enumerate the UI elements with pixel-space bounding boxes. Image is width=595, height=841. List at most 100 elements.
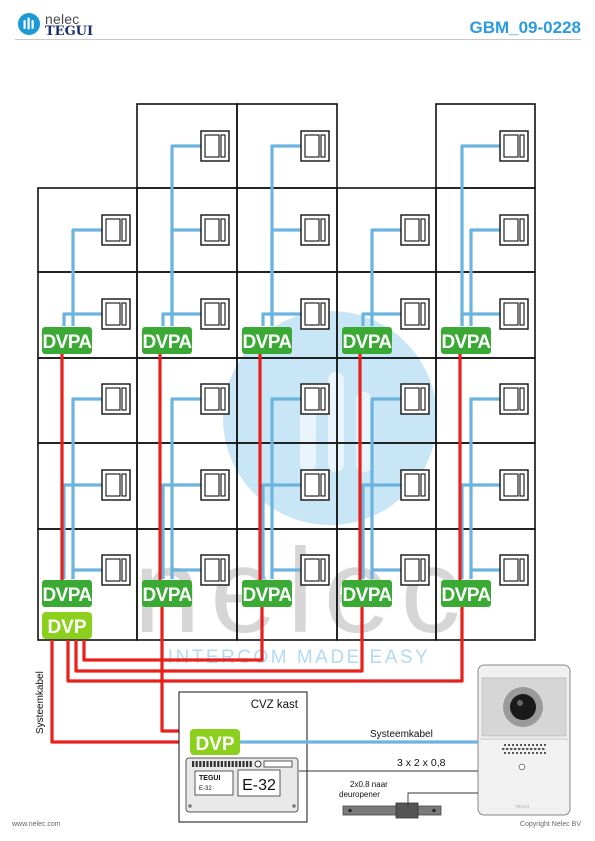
indoor-monitor-screen — [404, 302, 420, 326]
indoor-monitor-screen — [304, 218, 320, 242]
dvpa-label: DVPA — [243, 585, 293, 606]
system-cable-branch — [74, 605, 364, 673]
indoor-monitor-handset — [121, 558, 127, 582]
e32-terminal — [228, 761, 231, 767]
dvp-unit-floor-label: DVP — [47, 617, 86, 638]
speaker-grille-icon — [528, 744, 530, 746]
camera-lens-icon — [510, 694, 536, 720]
indoor-cable — [469, 397, 503, 579]
e32-screw-icon — [188, 804, 192, 808]
dvpa-distributor — [42, 327, 92, 354]
e32-display-code: E-32 — [242, 777, 276, 794]
e32-badge-code: E-32 — [199, 786, 212, 792]
speaker-grille-icon — [532, 752, 534, 754]
indoor-cable — [170, 228, 204, 326]
indoor-cable — [370, 397, 404, 579]
indoor-cable — [170, 397, 204, 579]
e32-terminal — [210, 761, 213, 767]
speaker-grille-icon — [540, 744, 542, 746]
system-cable-branch — [66, 605, 464, 683]
indoor-monitor-handset — [220, 473, 226, 497]
document-code: GBM_09-0228 — [469, 18, 581, 37]
indoor-cable — [361, 312, 404, 326]
indoor-cable — [469, 228, 503, 326]
speaker-grille-icon — [504, 752, 506, 754]
indoor-monitor-handset — [220, 218, 226, 242]
indoor-monitor-handset — [320, 473, 326, 497]
speaker-grille-icon — [504, 744, 506, 746]
door-opener-icon — [342, 805, 442, 816]
e32-terminal — [195, 761, 198, 767]
outdoor-panel: TEGUI — [477, 664, 571, 816]
dvp-unit-floor — [42, 612, 92, 639]
dvpa-distributor — [242, 327, 292, 354]
speaker-grille-icon — [520, 744, 522, 746]
speaker-grille-icon — [518, 748, 521, 750]
indoor-monitor-screen — [105, 302, 121, 326]
dvpa-distributor — [142, 327, 192, 354]
e32-terminal — [242, 761, 245, 767]
indoor-monitor-screen — [105, 387, 121, 411]
dvp-unit-cabinet-label: DVP — [195, 734, 234, 755]
e32-display — [237, 769, 281, 797]
indoor-monitor-handset — [420, 473, 426, 497]
e32-terminal — [213, 761, 216, 767]
indoor-monitor-handset — [220, 387, 226, 411]
e32-badge-brand: TEGUI — [199, 775, 220, 782]
dvpa-distributor — [342, 580, 392, 607]
e32-terminal — [199, 761, 202, 767]
wire-spec-label: 3 x 2 x 0,8 — [397, 757, 446, 769]
system-cable-branch — [82, 605, 264, 662]
indoor-monitors — [101, 130, 529, 586]
e32-terminal — [192, 761, 195, 767]
indoor-cable — [62, 483, 105, 579]
dvpa-distributor — [142, 580, 192, 607]
brand-name-nelec: nelec — [45, 11, 80, 27]
indoor-cable — [460, 483, 503, 579]
indoor-monitor-screen — [105, 218, 121, 242]
indoor-cable — [370, 568, 404, 579]
footer-copyright: Copyright Nelec BV — [519, 821, 581, 828]
indoor-monitor-handset — [320, 218, 326, 242]
systeemkabel-vertical-label: Systeemkabel — [35, 671, 46, 734]
e32-led-icon — [254, 760, 262, 768]
speaker-grille-icon — [528, 752, 530, 754]
indoor-monitor-handset — [420, 302, 426, 326]
indoor-monitor-screen — [204, 473, 220, 497]
indoor-monitor-handset — [121, 387, 127, 411]
dvpa-label: DVPA — [143, 585, 193, 606]
indoor-cable — [460, 312, 503, 326]
indoor-monitor-handset — [519, 134, 525, 158]
indoor-monitor-handset — [420, 218, 426, 242]
e32-terminal — [249, 761, 252, 767]
systeemkabel-label: Systeemkabel — [370, 729, 433, 740]
indoor-monitor-handset — [320, 558, 326, 582]
speaker-grille-icon — [544, 752, 546, 754]
dvpa-distributor — [441, 327, 491, 354]
speaker-grille-icon — [538, 748, 541, 750]
door-opener-screw-icon — [348, 808, 352, 813]
indoor-monitor-handset — [320, 387, 326, 411]
e32-badge — [194, 770, 234, 796]
opener-label-line2: deuropener — [339, 790, 380, 799]
e32-terminal — [235, 761, 238, 767]
indoor-monitor-screen — [503, 134, 519, 158]
indoor-monitor-screen — [304, 387, 320, 411]
indoor-monitor-screen — [105, 473, 121, 497]
indoor-monitor-handset — [420, 558, 426, 582]
indoor-cable — [270, 228, 304, 326]
indoor-monitor-screen — [503, 558, 519, 582]
speaker-grille-icon — [536, 752, 538, 754]
speaker-grille-icon — [530, 748, 533, 750]
indoor-monitor-screen — [304, 558, 320, 582]
speaker-grille-icon — [526, 748, 529, 750]
indoor-cable — [161, 312, 204, 326]
speaker-grille-icon — [516, 752, 518, 754]
brand-name-tegui: TEGUI — [45, 24, 94, 39]
indoor-monitor-handset — [220, 134, 226, 158]
indoor-cable — [270, 397, 304, 579]
dvpa-label: DVPA — [442, 332, 492, 353]
indoor-monitor-handset — [519, 387, 525, 411]
dvpa-distributor — [242, 580, 292, 607]
e32-screw-icon — [292, 804, 296, 808]
